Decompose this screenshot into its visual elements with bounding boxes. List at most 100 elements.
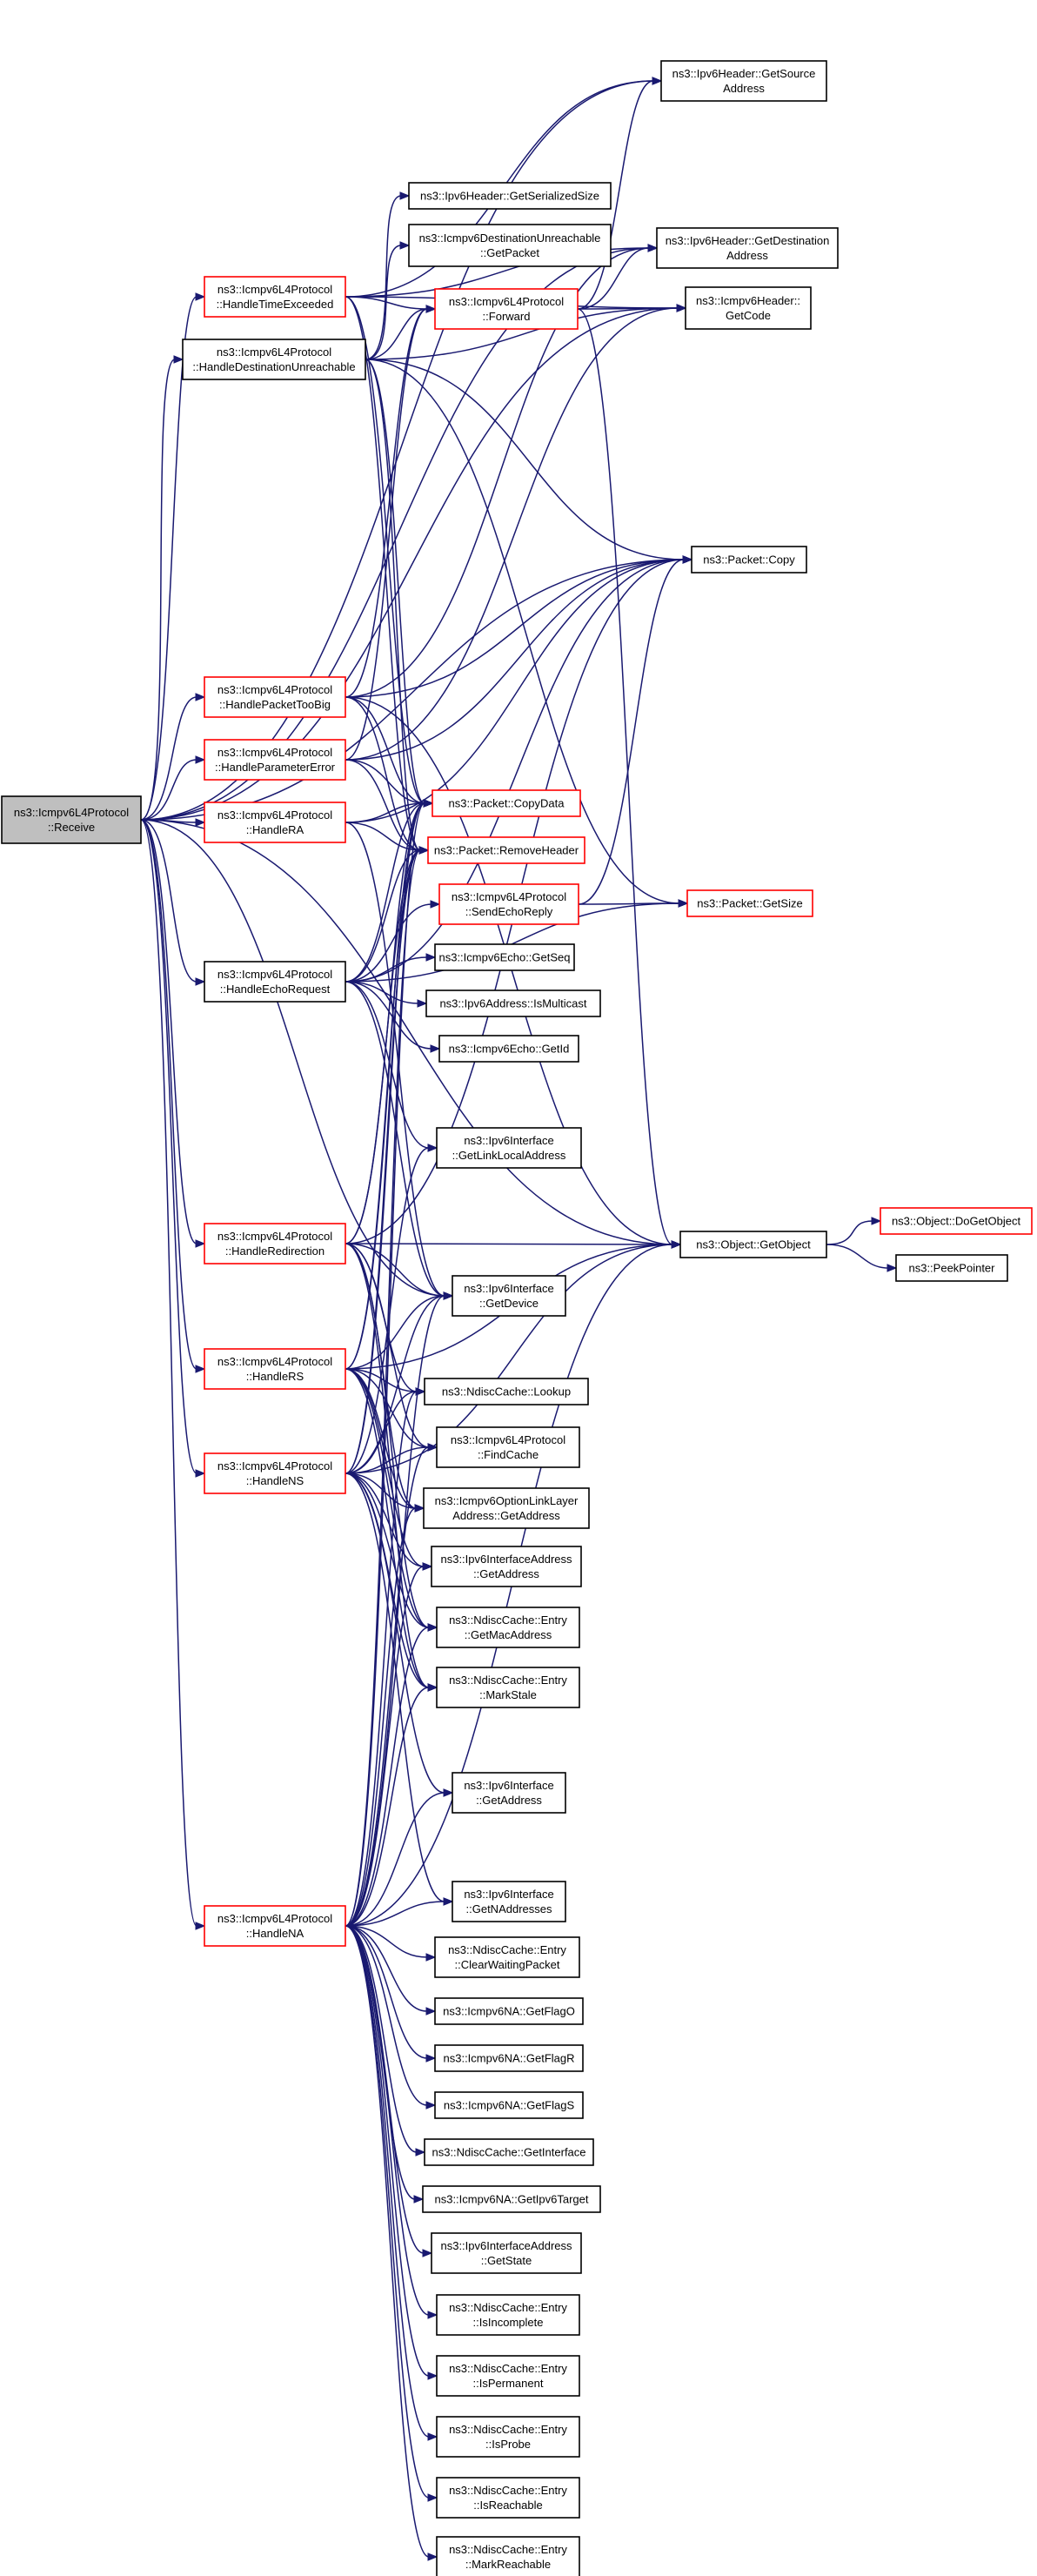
node-label: ns3::Icmpv6NA::GetFlagS xyxy=(444,2099,575,2112)
node-get-code[interactable]: ns3::Icmpv6Header::GetCode xyxy=(685,286,812,330)
node-iface-get-address[interactable]: ns3::Ipv6Interface::GetAddress xyxy=(452,1772,566,1814)
node-do-get-object[interactable]: ns3::Object::DoGetObject xyxy=(880,1207,1033,1235)
node-clear-waiting[interactable]: ns3::NdiscCache::Entry::ClearWaitingPack… xyxy=(434,1936,580,1978)
node-handle-redirection[interactable]: ns3::Icmpv6L4Protocol::HandleRedirection xyxy=(204,1223,346,1265)
node-label: ns3::NdiscCache::Entry xyxy=(449,2484,567,2497)
node-label: ns3::Object::DoGetObject xyxy=(892,1215,1021,1228)
call-edge xyxy=(140,819,206,1373)
node-label: ::HandleDestinationUnreachable xyxy=(192,360,355,373)
node-entry-is-reachable[interactable]: ns3::NdiscCache::Entry::IsReachable xyxy=(436,2477,580,2519)
node-echo-get-id[interactable]: ns3::Icmpv6Echo::GetId xyxy=(438,1035,579,1063)
node-get-link-local[interactable]: ns3::Ipv6Interface::GetLinkLocalAddress xyxy=(436,1127,582,1169)
node-handle-rs[interactable]: ns3::Icmpv6L4Protocol::HandleRS xyxy=(204,1348,346,1390)
node-copy-data[interactable]: ns3::Packet::CopyData xyxy=(432,789,581,817)
node-na-get-flag-r[interactable]: ns3::Icmpv6NA::GetFlagR xyxy=(434,2044,584,2072)
node-label: ::GetLinkLocalAddress xyxy=(452,1149,566,1162)
call-edge xyxy=(345,1623,438,1927)
node-na-get-flag-s[interactable]: ns3::Icmpv6NA::GetFlagS xyxy=(434,2091,584,2119)
node-get-device[interactable]: ns3::Ipv6Interface::GetDevice xyxy=(452,1275,566,1317)
node-label: ns3::Ipv6Header::GetDestination xyxy=(666,234,830,247)
node-get-size[interactable]: ns3::Packet::GetSize xyxy=(686,889,813,917)
node-label: ns3::Icmpv6L4Protocol xyxy=(217,808,332,822)
call-edges xyxy=(140,77,898,2561)
node-iface-addr-get-address[interactable]: ns3::Ipv6InterfaceAddress::GetAddress xyxy=(431,1546,582,1587)
call-edge xyxy=(345,846,430,1927)
call-edge xyxy=(826,1244,898,1272)
node-label: ns3::Object::GetObject xyxy=(696,1238,811,1251)
node-echo-get-seq[interactable]: ns3::Icmpv6Echo::GetSeq xyxy=(434,943,575,971)
node-handle-ra[interactable]: ns3::Icmpv6L4Protocol::HandleRA xyxy=(204,802,346,843)
node-label: ns3::Icmpv6L4Protocol xyxy=(451,1433,565,1446)
call-edge xyxy=(345,981,428,1008)
call-edge xyxy=(345,1240,682,1249)
node-entry-mark-reachable[interactable]: ns3::NdiscCache::Entry::MarkReachable xyxy=(436,2536,580,2576)
call-edge xyxy=(345,244,659,698)
node-label: ns3::Ipv6Interface xyxy=(464,1134,553,1147)
node-packet-copy[interactable]: ns3::Packet::Copy xyxy=(691,546,807,574)
node-get-n-addresses[interactable]: ns3::Ipv6Interface::GetNAddresses xyxy=(452,1881,566,1922)
node-label: ns3::Icmpv6L4Protocol xyxy=(14,806,129,819)
node-label: ::HandleRedirection xyxy=(225,1244,324,1258)
node-label: ns3::Ipv6Header::GetSerializedSize xyxy=(420,190,599,203)
node-ndisc-get-interface[interactable]: ns3::NdiscCache::GetInterface xyxy=(424,2138,594,2166)
node-handle-packet-too-big[interactable]: ns3::Icmpv6L4Protocol::HandlePacketTooBi… xyxy=(204,676,346,718)
node-entry-is-probe[interactable]: ns3::NdiscCache::Entry::IsProbe xyxy=(436,2416,580,2458)
node-send-echo-reply[interactable]: ns3::Icmpv6L4Protocol::SendEchoReply xyxy=(438,883,579,925)
node-label: ns3::Ipv6Interface xyxy=(464,1888,553,1901)
node-label: ns3::Ipv6InterfaceAddress xyxy=(440,1553,572,1566)
node-label: ns3::Ipv6InterfaceAddress xyxy=(440,2239,572,2252)
node-unreach-get-packet[interactable]: ns3::Icmpv6DestinationUnreachable::GetPa… xyxy=(408,224,612,267)
call-edge xyxy=(365,191,411,360)
node-label: ::ClearWaitingPacket xyxy=(455,1958,560,1971)
call-edge xyxy=(345,1925,438,2502)
node-handle-time-exceeded[interactable]: ns3::Icmpv6L4Protocol::HandleTimeExceede… xyxy=(204,276,346,318)
node-option-link-layer[interactable]: ns3::Icmpv6OptionLinkLayerAddress::GetAd… xyxy=(423,1487,590,1529)
node-handle-na[interactable]: ns3::Icmpv6L4Protocol::HandleNA xyxy=(204,1905,346,1947)
node-label: ns3::Packet::RemoveHeader xyxy=(434,844,579,857)
call-edge xyxy=(345,1925,438,2380)
call-edge xyxy=(345,953,437,983)
node-na-get-target[interactable]: ns3::Icmpv6NA::GetIpv6Target xyxy=(422,2185,601,2213)
node-ndisc-lookup[interactable]: ns3::NdiscCache::Lookup xyxy=(424,1378,589,1405)
node-handle-dest-unreach[interactable]: ns3::Icmpv6L4Protocol::HandleDestination… xyxy=(182,339,366,380)
node-label: ns3::Ipv6Address::IsMulticast xyxy=(439,997,586,1010)
call-edge xyxy=(140,244,659,821)
node-label: ns3::Icmpv6L4Protocol xyxy=(449,295,564,308)
node-entry-is-incomplete[interactable]: ns3::NdiscCache::Entry::IsIncomplete xyxy=(436,2294,580,2336)
node-handle-parameter-error[interactable]: ns3::Icmpv6L4Protocol::HandleParameterEr… xyxy=(204,739,346,781)
node-is-multicast[interactable]: ns3::Ipv6Address::IsMulticast xyxy=(425,989,601,1017)
node-entry-is-permanent[interactable]: ns3::NdiscCache::Entry::IsPermanent xyxy=(436,2355,580,2397)
node-label: ns3::NdiscCache::Entry xyxy=(449,2543,567,2556)
node-label: ns3::Icmpv6L4Protocol xyxy=(217,1230,332,1243)
node-receive[interactable]: ns3::Icmpv6L4Protocol::Receive xyxy=(1,795,142,844)
node-label: ::IsProbe xyxy=(485,2438,531,2451)
call-edge xyxy=(345,846,430,1244)
node-iface-addr-get-state[interactable]: ns3::Ipv6InterfaceAddress::GetState xyxy=(431,2232,582,2274)
call-edge xyxy=(345,1925,438,2441)
node-label: ::SendEchoReply xyxy=(465,905,553,918)
node-label: ns3::Icmpv6L4Protocol xyxy=(217,283,332,296)
node-peek-pointer[interactable]: ns3::PeekPointer xyxy=(895,1254,1008,1282)
node-entry-mark-stale[interactable]: ns3::NdiscCache::Entry::MarkStale xyxy=(436,1667,580,1708)
call-edge xyxy=(140,755,206,821)
node-na-get-flag-o[interactable]: ns3::Icmpv6NA::GetFlagO xyxy=(434,1997,584,2025)
node-label: ::FindCache xyxy=(478,1448,539,1461)
node-label: ::GetAddress xyxy=(476,1794,542,1807)
node-entry-get-mac[interactable]: ns3::NdiscCache::Entry::GetMacAddress xyxy=(436,1607,580,1648)
node-handle-ns[interactable]: ns3::Icmpv6L4Protocol::HandleNS xyxy=(204,1452,346,1494)
node-remove-header[interactable]: ns3::Packet::RemoveHeader xyxy=(427,836,585,864)
call-edge xyxy=(345,1925,437,2016)
call-edge xyxy=(345,1925,438,2319)
node-forward[interactable]: ns3::Icmpv6L4Protocol::Forward xyxy=(434,288,579,330)
call-edge xyxy=(140,355,184,821)
node-get-object[interactable]: ns3::Object::GetObject xyxy=(679,1231,827,1258)
node-find-cache[interactable]: ns3::Icmpv6L4Protocol::FindCache xyxy=(436,1426,580,1468)
node-handle-echo-request[interactable]: ns3::Icmpv6L4Protocol::HandleEchoRequest xyxy=(204,961,346,1003)
call-edge xyxy=(140,693,206,821)
node-label: ns3::Icmpv6L4Protocol xyxy=(217,1355,332,1368)
call-edge xyxy=(345,1562,433,1927)
node-get-serialized-size[interactable]: ns3::Ipv6Header::GetSerializedSize xyxy=(408,182,612,210)
node-label: ns3::Packet::GetSize xyxy=(697,897,802,910)
